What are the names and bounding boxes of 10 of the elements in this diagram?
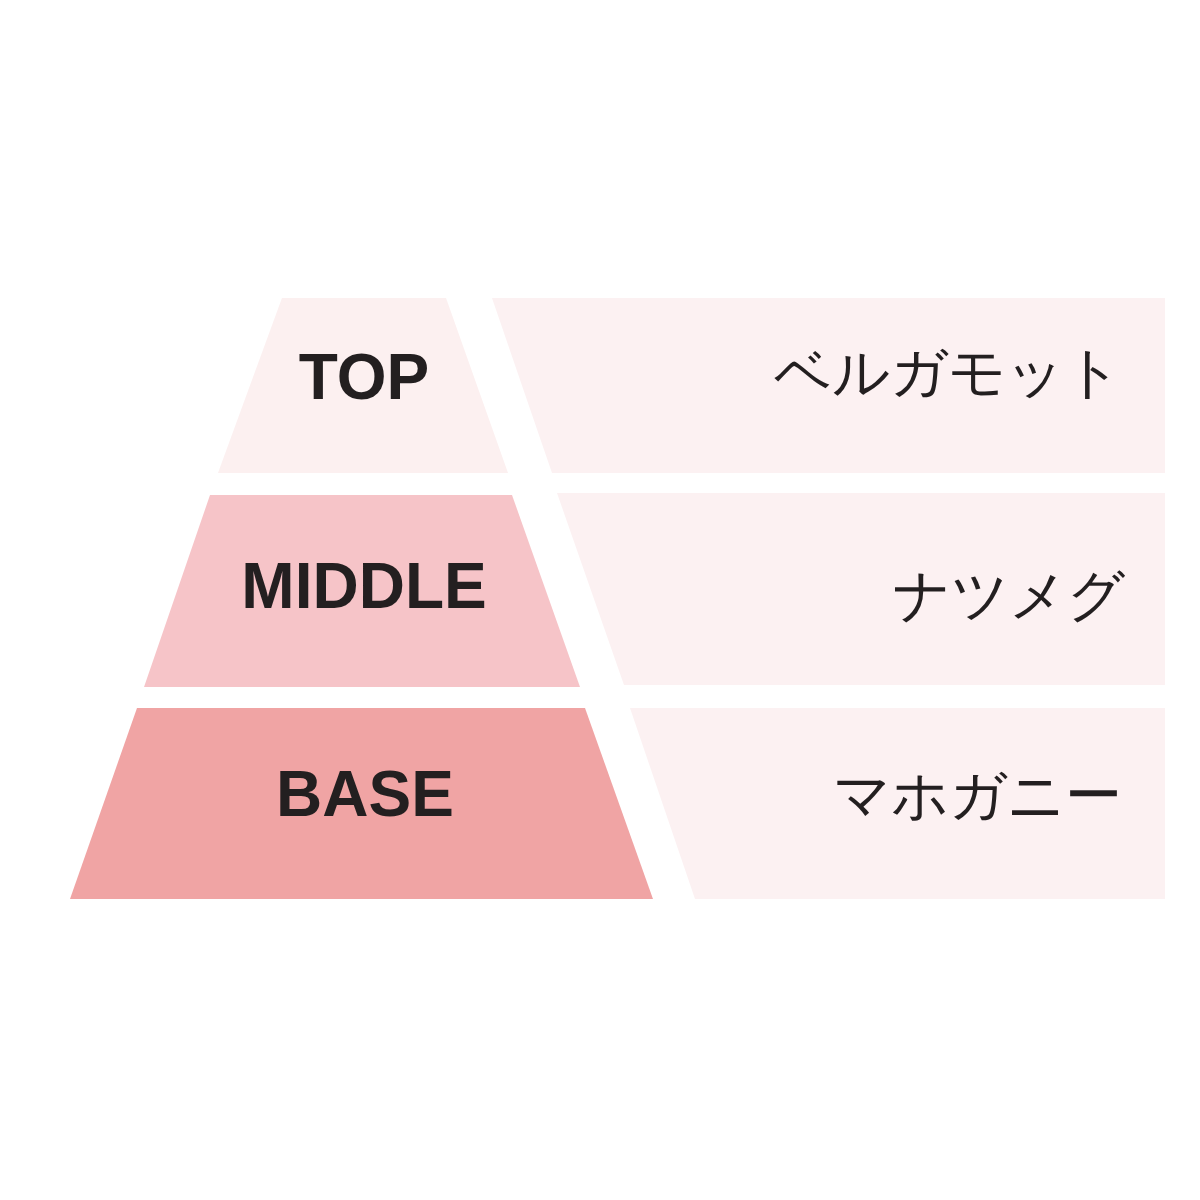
tier-label: MIDDLE	[241, 554, 487, 618]
note-band	[557, 493, 1165, 685]
tier-label: TOP	[298, 345, 430, 409]
band-label: マホガニー	[833, 766, 1122, 824]
pyramid-tier	[70, 708, 653, 899]
tier-label: BASE	[276, 762, 454, 826]
band-label: ナツメグ	[893, 566, 1125, 624]
pyramid-tier	[144, 495, 580, 687]
note-band	[630, 708, 1165, 899]
band-label: ベルガモット	[774, 343, 1122, 401]
